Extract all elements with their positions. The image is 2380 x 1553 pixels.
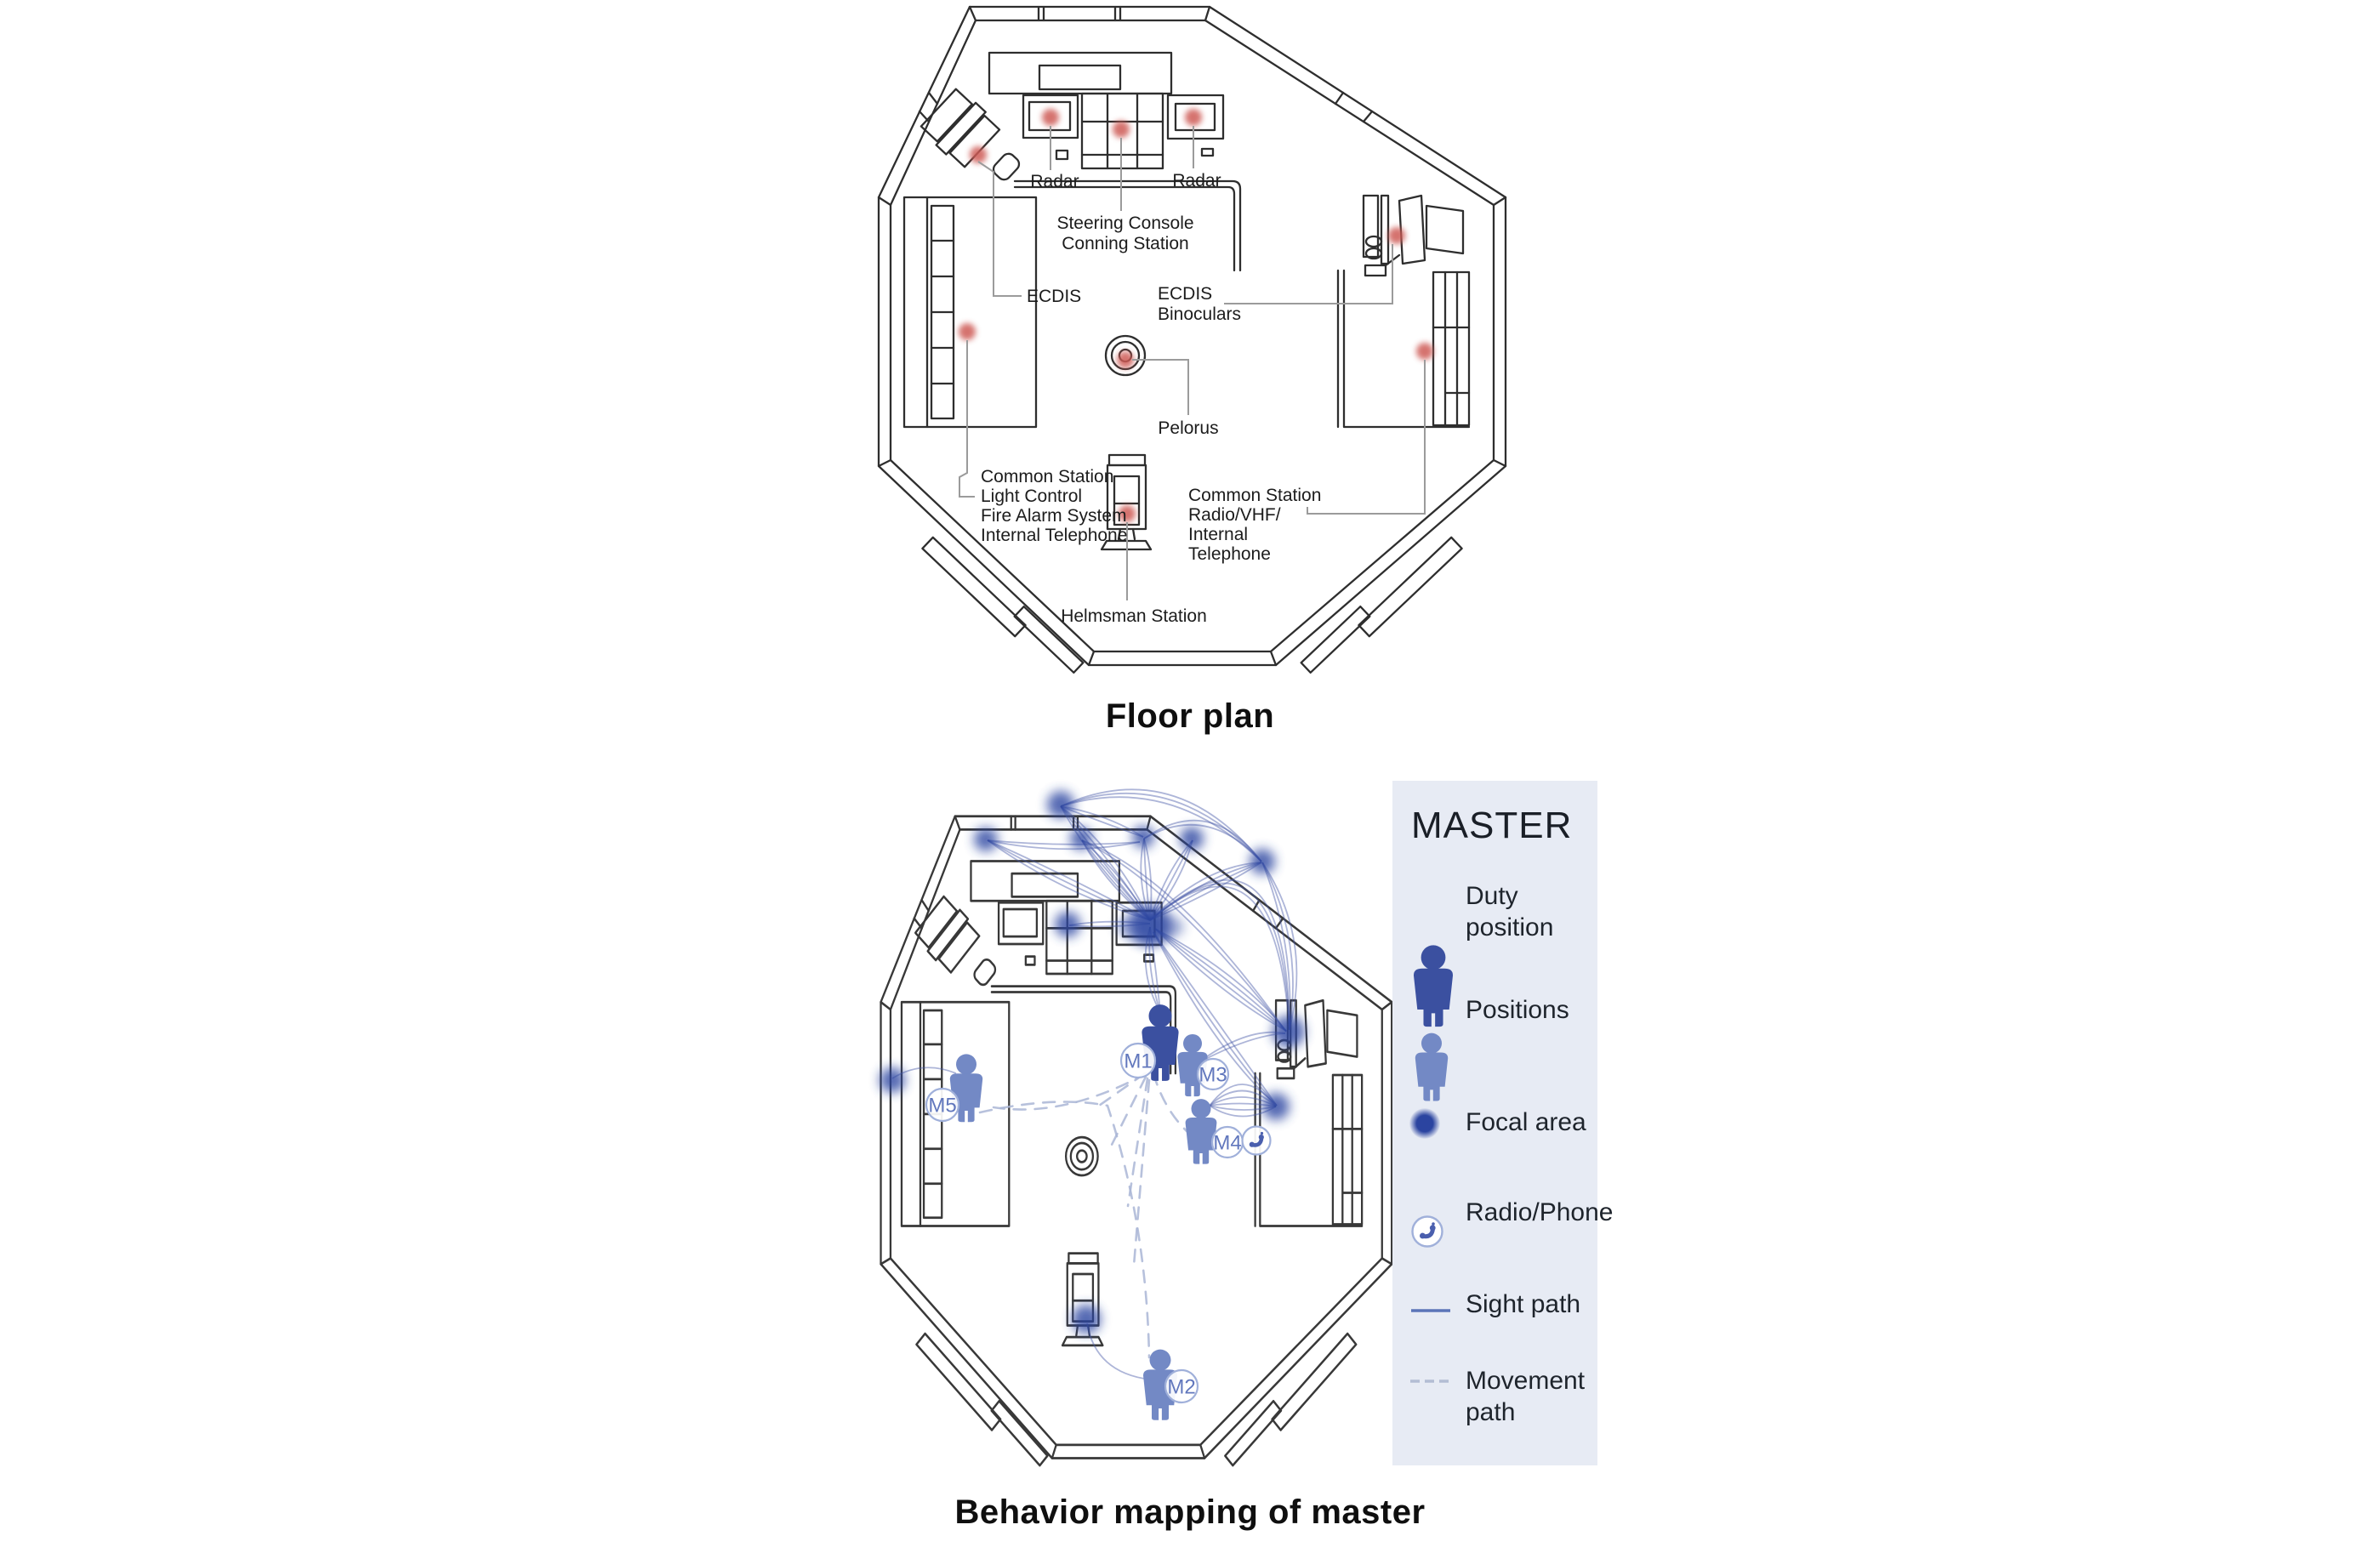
focal-area [1132, 826, 1154, 848]
label-common-right-3: Internal [1188, 525, 1248, 544]
equipment-dot-steering-console [1113, 121, 1130, 138]
legend-label: Movement path [1466, 1367, 1586, 1426]
focal-areas-layer [880, 791, 1305, 1334]
label-ecdis-binoculars-2: Binoculars [1158, 304, 1241, 324]
label-radar-left: Radar [1030, 172, 1079, 191]
equipment-dot-radar-right [1185, 109, 1202, 126]
person-markers-layer: M1 M2 M3 M4 M5 [925, 1004, 1272, 1420]
floor-plan-caption: Floor plan [1105, 697, 1275, 735]
legend-label: Duty position [1466, 882, 1554, 941]
marker-label-m4: M4 [1213, 1132, 1241, 1155]
legend-item-focal-area: Focal area [1409, 1107, 1591, 1141]
focal-area [880, 1067, 905, 1093]
marker-label-m2: M2 [1167, 1376, 1195, 1399]
label-ecdis-binoculars-1: ECDIS [1158, 284, 1212, 304]
focal-area [1130, 905, 1170, 946]
marker-label-m3: M3 [1199, 1064, 1227, 1087]
label-radar-right: Radar [1172, 171, 1221, 191]
marker-label-m1: M1 [1124, 1050, 1152, 1073]
legend-title: MASTER [1411, 805, 1573, 846]
radio-phone-icon [1241, 1125, 1272, 1156]
legend-label: Positions [1466, 996, 1569, 1024]
label-common-left-3: Fire Alarm System [981, 506, 1127, 526]
marker-label-m5: M5 [928, 1095, 956, 1118]
marker-m2: M2 [1143, 1349, 1199, 1420]
floor-plan-labels: Radar Radar Steering Console Conning Sta… [981, 171, 1321, 626]
label-leader-lines [959, 126, 1426, 600]
label-ecdis: ECDIS [1027, 287, 1081, 306]
label-common-right-1: Common Station [1188, 486, 1321, 505]
bridge-floor-plan-drawing [877, 5, 1507, 674]
label-common-right-4: Telephone [1188, 544, 1271, 564]
equipment-dot-ecdis-binoculars [1388, 227, 1405, 244]
floor-plan-figure: Radar Radar Steering Console Conning Sta… [877, 5, 1507, 674]
behavior-map-figure: M1 M2 M3 M4 M5 [880, 788, 1393, 1467]
legend-item-positions: Positions [1409, 995, 1591, 1101]
label-steering-1: Steering Console [1056, 213, 1193, 233]
label-common-right-2: Radio/VHF/ [1188, 505, 1281, 525]
focal-area [1273, 1015, 1305, 1048]
equipment-dot-pelorus [1117, 351, 1134, 368]
legend-label: Radio/Phone [1466, 1198, 1614, 1226]
legend-item-sight-path: Sight path [1409, 1289, 1591, 1323]
equipment-dot-radar-left [1042, 109, 1059, 126]
label-common-left-2: Light Control [981, 486, 1082, 506]
legend-panel: MASTER Duty position [1392, 781, 1613, 1465]
focal-area [1055, 912, 1080, 937]
legend-label: Sight path [1466, 1290, 1581, 1318]
label-common-left-1: Common Station [981, 467, 1113, 486]
legend-item-movement-path: Movement path [1409, 1366, 1591, 1430]
legend-label: Focal area [1466, 1108, 1586, 1136]
equipment-dot-helmsman-station [1119, 505, 1136, 522]
focal-area [1250, 849, 1275, 874]
focal-area-icon [1409, 1108, 1457, 1140]
focal-area [1072, 1305, 1101, 1334]
equipment-dot-common-station-right [1416, 343, 1433, 360]
equipment-dot-ecdis [970, 146, 987, 163]
legend-item-duty-position: Duty position [1409, 881, 1591, 1027]
marker-m5: M5 [925, 1054, 983, 1123]
label-pelorus: Pelorus [1158, 418, 1218, 438]
focal-area [1262, 1093, 1290, 1120]
behavior-map-caption: Behavior mapping of master [954, 1493, 1426, 1531]
legend-item-radio-phone: Radio/Phone [1409, 1197, 1613, 1248]
label-common-left-4: Internal Telephone [981, 526, 1127, 545]
equipment-dots [959, 109, 1433, 522]
label-helmsman: Helmsman Station [1061, 606, 1207, 626]
focal-area [974, 828, 998, 851]
movement-paths-layer [978, 1072, 1196, 1359]
focal-area [1047, 791, 1074, 818]
focal-area [1070, 828, 1092, 850]
label-steering-2: Conning Station [1062, 234, 1188, 253]
marker-m4: M4 [1185, 1099, 1272, 1164]
focal-area [1180, 827, 1204, 850]
equipment-dot-common-station-left [959, 323, 976, 340]
